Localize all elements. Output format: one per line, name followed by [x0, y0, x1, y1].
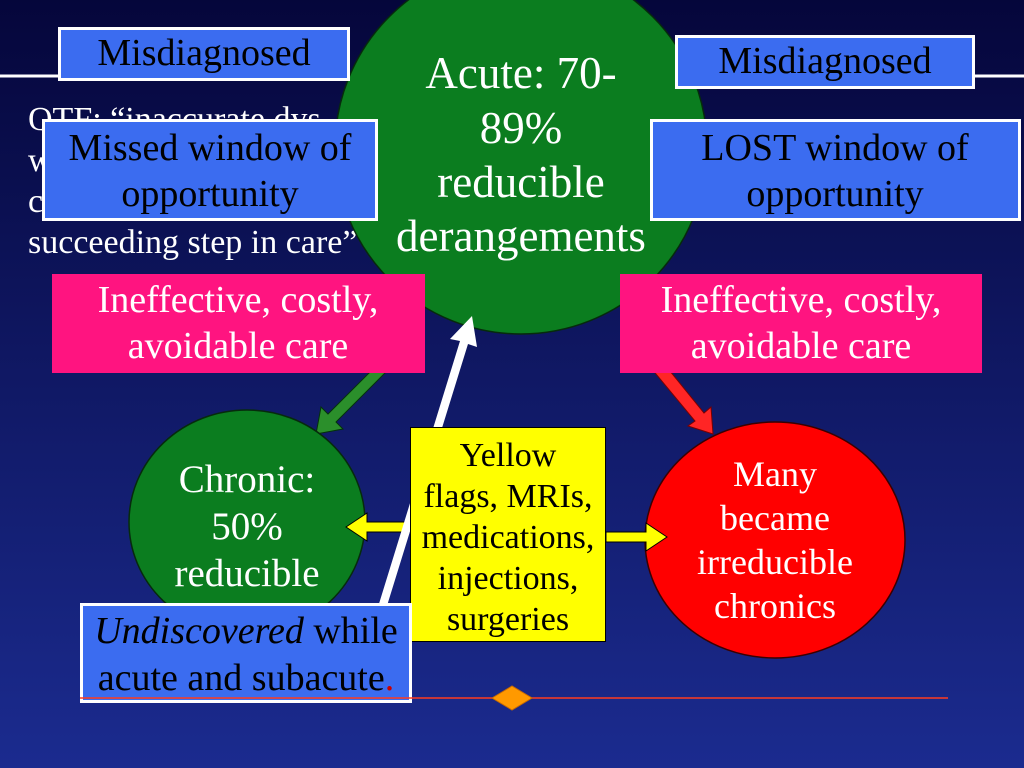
ineffective-right-box: Ineffective, costly, avoidable care	[620, 274, 982, 373]
chronic-node: Chronic: 50% reducible	[128, 409, 366, 635]
missed-window-box: Missed window of opportunity	[42, 119, 378, 221]
misdiagnosed-right-label: Misdiagnosed	[718, 40, 931, 82]
misdiagnosed-right-box: Misdiagnosed	[675, 35, 975, 89]
interventions-rect	[410, 427, 606, 642]
ineffective-right-label-line: Ineffective, costly,	[661, 279, 942, 321]
chronic-label-line: 50%	[211, 505, 283, 548]
red-arrow	[650, 359, 714, 435]
interventions-label-line: surgeries	[447, 601, 569, 638]
misdiagnosed-left-box: Misdiagnosed	[58, 27, 350, 81]
lost-window-label-line: opportunity	[746, 173, 923, 215]
ineffective-right-label-line: avoidable care	[691, 325, 911, 367]
missed-window-rect	[42, 119, 378, 221]
acute-label-line: derangements	[396, 211, 646, 261]
undiscovered-rest-text: while	[304, 610, 398, 652]
undiscovered-rect	[80, 603, 412, 703]
ineffective-left-label-line: avoidable care	[128, 325, 348, 367]
interventions-box: Yellow flags, MRIs, medications, injecti…	[410, 427, 606, 642]
undiscovered-line2-text: acute and subacute	[98, 657, 385, 699]
chronic-label-line: reducible	[174, 552, 319, 595]
acute-node: Acute: 70- 89% reducible derangements	[334, 0, 708, 335]
outcome-label-line: Many	[733, 454, 817, 494]
acute-label-line: reducible	[437, 157, 604, 207]
lost-window-label-line: LOST window of	[701, 127, 969, 169]
side-note-line: succeeding step in care”	[28, 224, 357, 261]
undiscovered-line-1: Undiscovered while	[94, 610, 398, 652]
lost-window-rect	[650, 119, 1021, 221]
acute-label-line: 89%	[480, 103, 563, 153]
interventions-label-line: injections,	[438, 560, 579, 597]
outcome-node: Many became irreducible chronics	[644, 421, 906, 659]
ineffective-left-rect	[52, 274, 425, 373]
missed-window-label-line: Missed window of	[69, 127, 352, 169]
misdiagnosed-left-label: Misdiagnosed	[97, 32, 310, 74]
footer-diamond	[491, 685, 533, 711]
undiscovered-italic-text: Undiscovered	[94, 610, 305, 652]
ineffective-left-box: Ineffective, costly, avoidable care	[52, 274, 425, 373]
outcome-label-line: irreducible	[697, 542, 853, 582]
side-note-line: c	[28, 183, 43, 220]
ineffective-right-rect	[620, 274, 982, 373]
undiscovered-period: .	[385, 657, 395, 699]
misdiagnosed-left-rect	[58, 27, 350, 81]
interventions-label-line: flags, MRIs,	[423, 478, 592, 515]
ineffective-left-label-line: Ineffective, costly,	[98, 279, 379, 321]
missed-window-label-line: opportunity	[121, 173, 298, 215]
undiscovered-line-2: acute and subacute.	[98, 657, 394, 699]
lost-window-box: LOST window of opportunity	[650, 119, 1021, 221]
misdiagnosed-right-rect	[675, 35, 975, 89]
acute-label-line: Acute: 70-	[425, 48, 616, 98]
outcome-label-line: chronics	[714, 586, 836, 626]
interventions-label-line: medications,	[422, 519, 595, 556]
undiscovered-box: Undiscovered while acute and subacute.	[80, 603, 412, 703]
outcome-label-line: became	[720, 498, 830, 538]
chronic-label-line: Chronic:	[179, 458, 315, 501]
interventions-label-line: Yellow	[460, 437, 557, 474]
